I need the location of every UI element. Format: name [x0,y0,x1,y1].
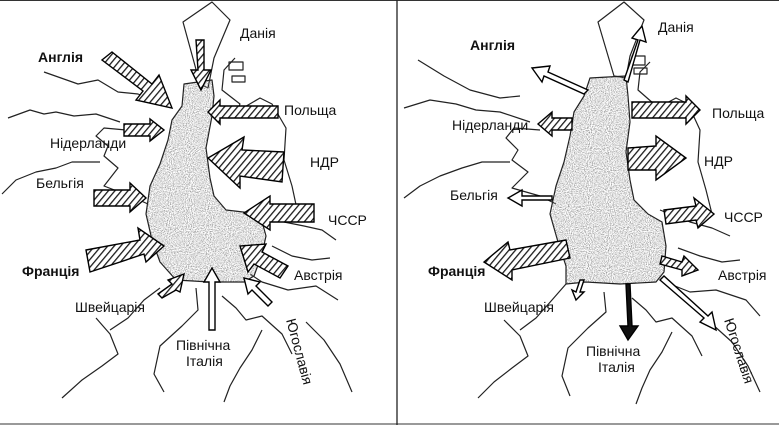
label-france: Франція [22,263,79,279]
label-england: Англія [38,49,83,65]
right-outbound-arrows [482,24,718,342]
arrow-to-france [482,239,571,282]
arrow-from-poland [207,98,279,126]
label-austria: Австрія [718,267,767,283]
label-gdr: НДР [310,154,339,170]
arrow-from-czechoslovakia [242,194,315,232]
left-inbound-arrows [85,39,315,331]
arrow-from-netherlands [123,117,166,143]
arrow-to-yugoslavia [658,275,718,332]
arrow-to-switzerland [570,279,586,302]
label-france: Франція [428,263,485,279]
arrow-to-denmark [623,24,647,84]
label-denmark: Данія [240,25,276,41]
label-austria: Австрія [294,267,343,283]
label-poland: Польща [284,102,337,118]
arrow-from-denmark [189,39,213,92]
label-yugoslavia: Югославія [721,316,757,385]
left-core-region [146,80,266,282]
arrow-to-austria [659,254,700,278]
arrow-to-england [530,65,590,95]
label-netherlands: Нідерланди [452,117,528,133]
right-core-region [550,76,666,284]
label-belgium: Бельгія [450,187,498,203]
arrow-from-france [85,226,166,273]
arrow-from-austria [239,243,290,279]
label-denmark: Данія [658,19,694,35]
label-czechoslovakia: ЧССР [328,212,367,228]
label-netherlands: Нідерланди [50,135,126,151]
label-north-italy-line1: Північна [176,337,230,353]
arrow-to-czechoslovakia [663,196,716,230]
arrow-to-netherlands [536,110,573,138]
arrow-from-north-italy [202,266,222,331]
label-switzerland: Швейцарія [484,299,554,315]
label-gdr: НДР [704,153,733,169]
arrow-from-switzerland [156,272,185,299]
label-switzerland: Швейцарія [75,299,145,315]
arrow-to-poland [631,94,701,126]
label-czechoslovakia: ЧССР [724,209,763,225]
arrow-from-belgium [93,181,148,214]
arrow-from-yugoslavia [243,277,273,307]
label-poland: Польща [712,105,765,121]
arrow-from-gdr [206,135,285,190]
arrow-to-north-italy [618,283,640,342]
arrow-from-england [100,51,174,109]
label-north-italy-line2: Італія [598,359,635,375]
label-england: Англія [470,37,515,53]
left-map: Данія Англія Польща Нідерланди НДР Бельг… [1,1,367,403]
arrow-to-gdr [627,134,688,182]
label-north-italy-line1: Північна [586,343,640,359]
arrow-to-belgium [506,188,553,208]
right-map: Данія Англія Польща Нідерланди НДР Бельг… [403,1,767,405]
label-north-italy-line2: Італія [186,353,223,369]
label-belgium: Бельгія [36,175,84,191]
